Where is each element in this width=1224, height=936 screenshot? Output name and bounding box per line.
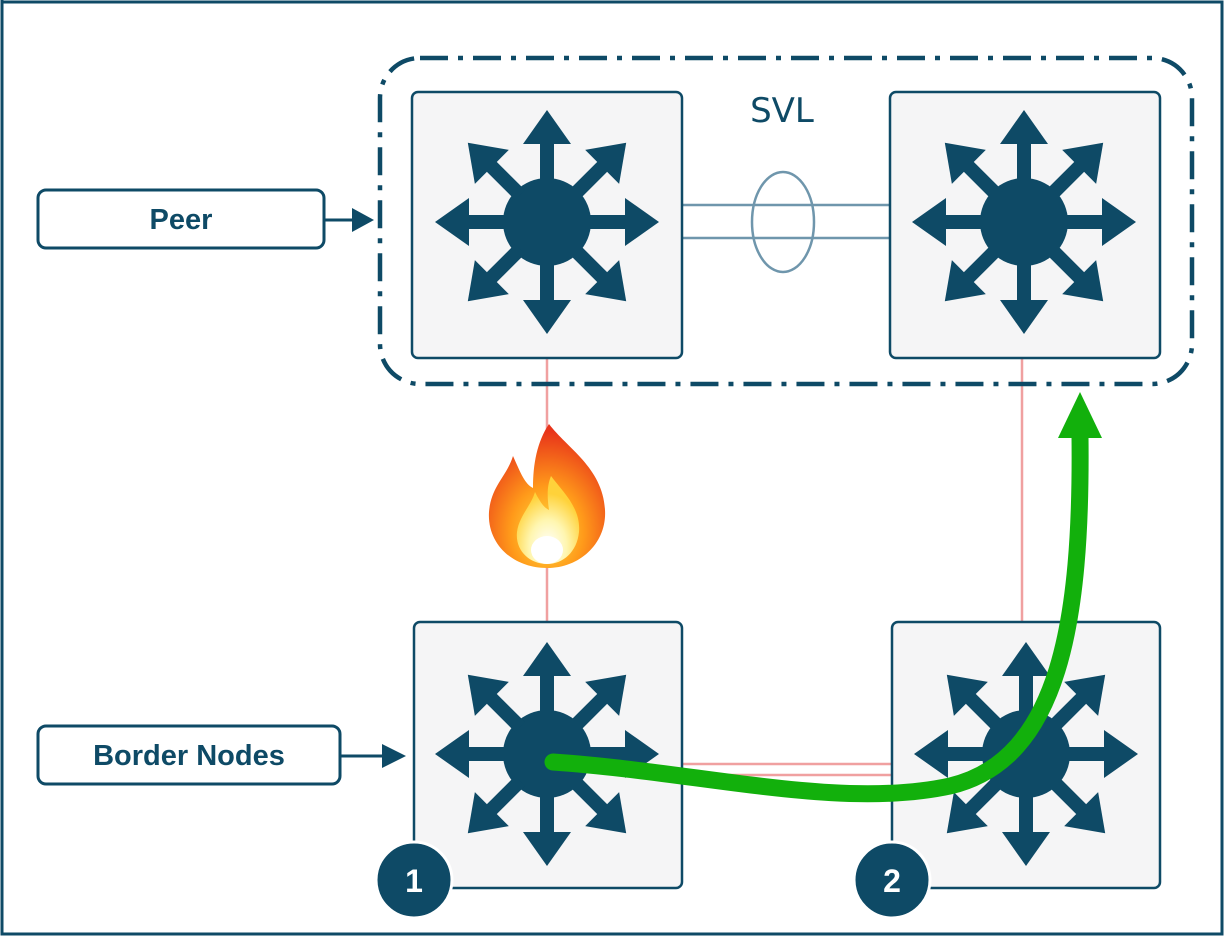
badge-node-1-number: 1: [405, 863, 423, 899]
peer-switch-right[interactable]: [888, 90, 1162, 360]
badge-node-2: 2: [852, 840, 932, 920]
peer-switch-left[interactable]: [410, 90, 684, 360]
svl-ellipse-icon: [750, 170, 816, 274]
svl-peer-group-boundary: [377, 55, 1195, 387]
badge-node-2-number: 2: [883, 863, 901, 899]
peer-pointer-arrow: [324, 208, 374, 232]
badge-node-1: 1: [374, 840, 454, 920]
layer3-switch-icon: [435, 642, 659, 866]
svl-label: SVL: [750, 91, 814, 131]
green-path-arrowhead: [1058, 392, 1102, 438]
border-switch-1[interactable]: [412, 620, 684, 890]
layer3-switch-icon: [914, 642, 1138, 866]
fire-icon: [488, 424, 606, 568]
green-path-arrow: [544, 427, 1089, 803]
layer3-switch-icon: [435, 110, 659, 334]
peer-label: Peer: [150, 204, 213, 236]
layer3-switch-icon: [912, 110, 1136, 334]
border-nodes-label-box: Border Nodes: [36, 724, 342, 786]
peer-label-box: Peer: [36, 188, 326, 250]
border-nodes-label: Border Nodes: [93, 740, 285, 772]
border-nodes-pointer-arrow: [340, 744, 406, 768]
border-switch-2[interactable]: [890, 620, 1162, 890]
